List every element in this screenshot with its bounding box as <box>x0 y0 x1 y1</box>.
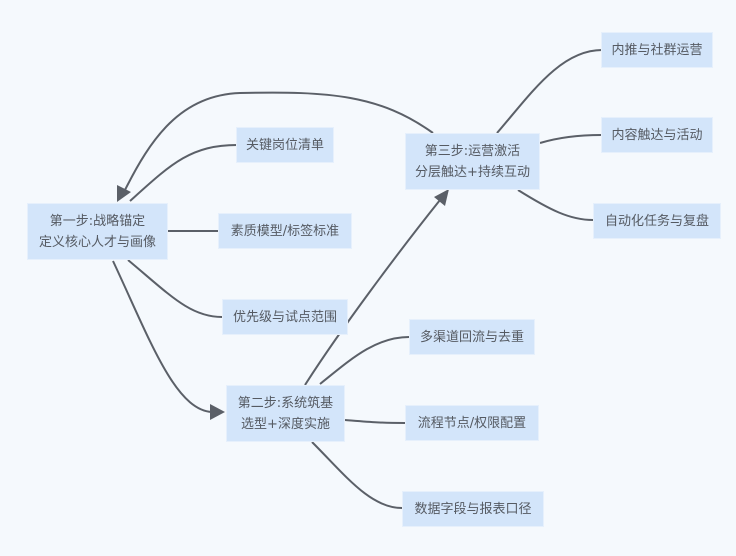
step3-title: 第三步:运营激活 <box>424 143 521 159</box>
arrow-head-step1 <box>117 185 131 202</box>
edge-step2-workflow <box>344 419 406 424</box>
edge-step3-automation <box>517 189 594 221</box>
edge-step2-data-fields <box>311 441 403 509</box>
step1-node[interactable]: 第一步:战略锚定 定义核心人才与画像 <box>27 203 168 260</box>
arrow-head-step2 <box>210 404 225 420</box>
edge-step3-content <box>539 134 602 144</box>
edge-flow-step3-to-step1 <box>124 91 434 191</box>
edge-step1-priority <box>127 259 223 318</box>
step3-node[interactable]: 第三步:运营激活 分层触达+持续互动 <box>405 133 540 190</box>
node-label: 多渠道回流与去重 <box>419 329 524 345</box>
node-multichannel-dedup[interactable]: 多渠道回流与去重 <box>409 319 535 355</box>
node-label: 流程节点/权限配置 <box>417 415 527 431</box>
node-content-events[interactable]: 内容触达与活动 <box>601 117 713 153</box>
node-label: 数据字段与报表口径 <box>414 501 532 517</box>
node-priority-pilot[interactable]: 优先级与试点范围 <box>222 299 348 335</box>
step2-node[interactable]: 第二步:系统筑基 选型+深度实施 <box>226 385 345 442</box>
node-competency-model[interactable]: 素质模型/标签标准 <box>218 213 352 249</box>
edge-step3-referral <box>496 49 603 134</box>
step2-title: 第二步:系统筑基 <box>237 395 334 411</box>
node-referral-community[interactable]: 内推与社群运营 <box>601 32 713 68</box>
node-label: 关键岗位清单 <box>245 137 324 153</box>
arrow-head-step3 <box>434 189 449 206</box>
node-workflow-permissions[interactable]: 流程节点/权限配置 <box>405 405 539 441</box>
node-label: 内容触达与活动 <box>611 127 703 143</box>
node-key-positions[interactable]: 关键岗位清单 <box>236 127 334 163</box>
edge-step1-key-positions <box>129 144 238 202</box>
node-data-fields-reports[interactable]: 数据字段与报表口径 <box>402 491 544 527</box>
node-label: 自动化任务与复盘 <box>604 213 709 229</box>
node-label: 内推与社群运营 <box>611 42 703 58</box>
node-label: 优先级与试点范围 <box>232 309 337 325</box>
edge-step2-channels <box>319 336 410 385</box>
step3-subtitle: 分层触达+持续互动 <box>415 164 530 180</box>
node-label: 素质模型/标签标准 <box>230 223 340 239</box>
node-automation-review[interactable]: 自动化任务与复盘 <box>593 203 721 239</box>
step2-subtitle: 选型+深度实施 <box>241 416 330 432</box>
edge-flow-step2-to-step3 <box>304 199 441 386</box>
step1-subtitle: 定义核心人才与画像 <box>38 234 156 250</box>
step1-title: 第一步:战略锚定 <box>49 213 146 229</box>
edge-flow-step1-to-step2 <box>112 260 213 413</box>
